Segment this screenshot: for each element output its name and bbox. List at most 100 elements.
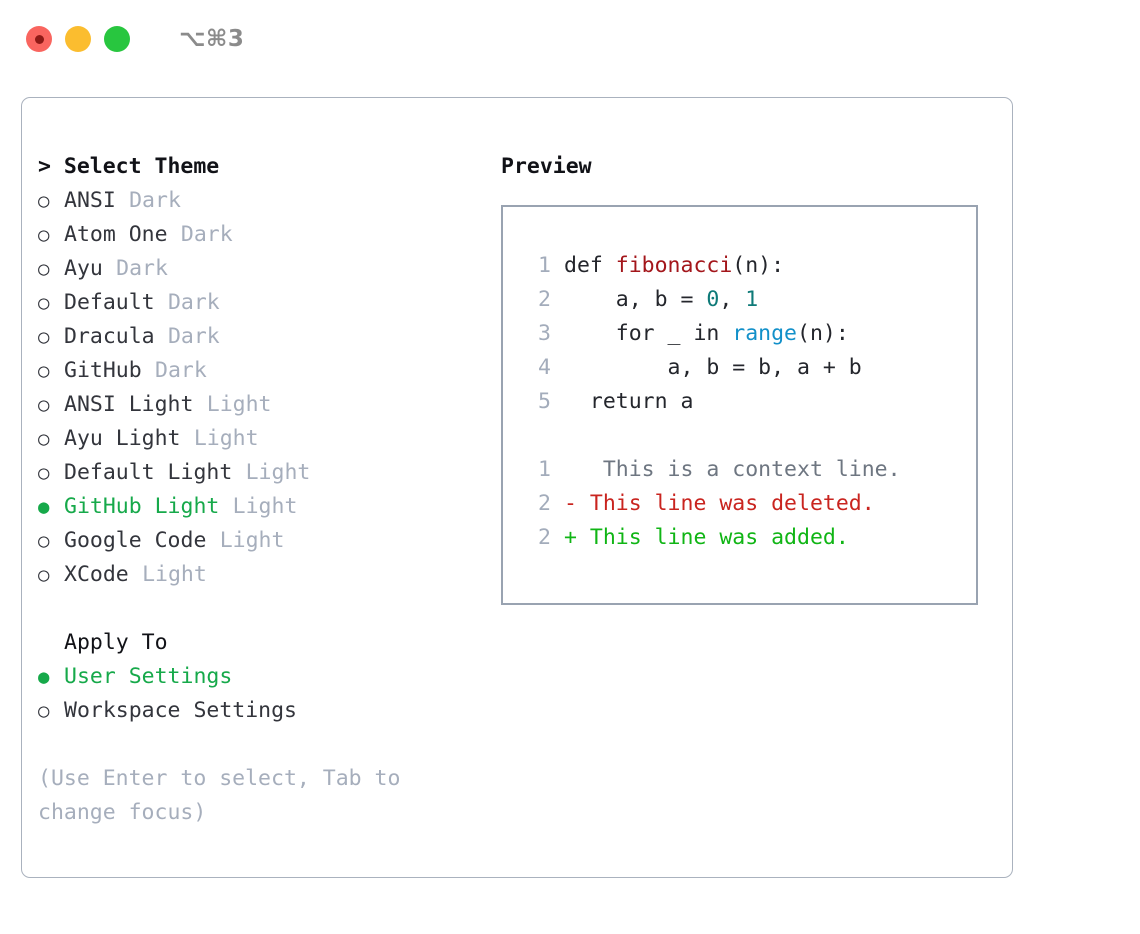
theme-variant-tag: Dark	[116, 256, 168, 281]
code-token: range	[732, 321, 798, 346]
diff-block: 1 This is a context line.2- This line wa…	[503, 453, 976, 555]
apply-to-list: ● User Settings ○ Workspace Settings	[38, 660, 488, 728]
theme-variant-tag: Light	[193, 426, 259, 451]
radio-unselected-icon: ○	[38, 190, 50, 212]
theme-variant-tag: Dark	[155, 358, 207, 383]
code-token: (n):	[732, 253, 785, 278]
diff-line-content: This is a context line.	[576, 457, 901, 482]
theme-option-default-light[interactable]: ○ Default Light Light	[38, 456, 488, 490]
theme-variant-tag: Dark	[180, 222, 233, 247]
line-number: 2	[538, 525, 551, 550]
code-blank-line	[503, 419, 976, 453]
line-number: 1	[538, 253, 551, 278]
diff-marker: -	[564, 491, 577, 516]
window-titlebar: ⌥⌘3	[0, 0, 1140, 78]
theme-variant-tag: Light	[206, 392, 272, 417]
theme-option-atom-one[interactable]: ○ Atom One Dark	[38, 218, 488, 252]
apply-to-option-workspace-settings[interactable]: ○ Workspace Settings	[38, 694, 488, 728]
diff-line: 1 This is a context line.	[503, 453, 976, 487]
theme-option-label: ANSI	[64, 188, 116, 213]
theme-option-label: GitHub	[64, 358, 142, 383]
preview-header: Preview	[501, 154, 592, 179]
theme-option-label: ANSI Light	[64, 392, 194, 417]
maximize-window-icon[interactable]	[104, 26, 130, 52]
radio-selected-icon: ●	[38, 496, 50, 518]
theme-variant-tag: Light	[219, 528, 285, 553]
theme-option-label: Dracula	[64, 324, 155, 349]
radio-unselected-icon: ○	[38, 224, 50, 246]
theme-option-xcode[interactable]: ○ XCode Light	[38, 558, 488, 592]
apply-to-option-user-settings[interactable]: ● User Settings	[38, 660, 488, 694]
code-line: 4 a, b = b, a + b	[503, 351, 976, 385]
radio-unselected-icon: ○	[38, 462, 50, 484]
theme-option-github-light[interactable]: ● GitHub Light Light	[38, 490, 488, 524]
line-number: 3	[538, 321, 551, 346]
code-token: 0	[706, 287, 720, 312]
radio-unselected-icon: ○	[38, 564, 50, 586]
line-number: 1	[538, 457, 551, 482]
theme-option-ayu[interactable]: ○ Ayu Dark	[38, 252, 488, 286]
radio-unselected-icon: ○	[38, 326, 50, 348]
diff-line: 2- This line was deleted.	[503, 487, 976, 521]
line-number: 2	[538, 287, 551, 312]
radio-unselected-icon: ○	[38, 428, 50, 450]
theme-option-google-code[interactable]: ○ Google Code Light	[38, 524, 488, 558]
theme-option-dracula[interactable]: ○ Dracula Dark	[38, 320, 488, 354]
code-line-content: a, b = 0, 1	[564, 283, 758, 317]
minimize-window-icon[interactable]	[65, 26, 91, 52]
theme-option-label: XCode	[64, 562, 129, 587]
code-token: def	[564, 253, 616, 278]
keyboard-shortcut-label: ⌥⌘3	[179, 26, 245, 52]
apply-to-option-label: Workspace Settings	[64, 698, 297, 723]
line-number: 4	[538, 355, 551, 380]
theme-variant-tag: Dark	[167, 324, 220, 349]
diff-marker: +	[564, 525, 577, 550]
theme-option-label: GitHub Light	[64, 494, 220, 519]
radio-unselected-icon: ○	[38, 700, 50, 722]
theme-option-ansi-light[interactable]: ○ ANSI Light Light	[38, 388, 488, 422]
code-line-content: def fibonacci(n):	[564, 249, 784, 283]
diff-line-content: This line was deleted.	[576, 491, 875, 516]
theme-option-default[interactable]: ○ Default Dark	[38, 286, 488, 320]
radio-selected-icon: ●	[38, 666, 50, 688]
line-number: 5	[538, 389, 551, 414]
theme-variant-tag: Light	[245, 460, 311, 485]
theme-option-label: Default Light	[64, 460, 233, 485]
theme-option-label: Ayu Light	[64, 426, 181, 451]
code-token: fibonacci	[615, 253, 733, 278]
apply-to-option-label: User Settings	[64, 664, 233, 689]
theme-option-label: Atom One	[64, 222, 168, 247]
code-token: (n):	[797, 321, 849, 346]
code-line-content: return a	[564, 385, 694, 419]
line-number: 2	[538, 491, 551, 516]
theme-option-label: Ayu	[64, 256, 103, 281]
radio-unselected-icon: ○	[38, 292, 50, 314]
diff-line: 2 + This line was added.	[503, 521, 976, 555]
theme-option-label: Default	[64, 290, 155, 315]
code-line: 3 for _ in range(n):	[503, 317, 976, 351]
theme-variant-tag: Dark	[167, 290, 220, 315]
theme-variant-tag: Light	[232, 494, 298, 519]
radio-unselected-icon: ○	[38, 394, 50, 416]
code-token: return a	[564, 389, 694, 414]
theme-option-ayu-light[interactable]: ○ Ayu Light Light	[38, 422, 488, 456]
theme-variant-tag: Light	[142, 562, 207, 587]
radio-unselected-icon: ○	[38, 258, 50, 280]
code-line-content: a, b = b, a + b	[564, 351, 862, 385]
select-theme-header: > Select Theme	[38, 154, 220, 179]
diff-line-content: This line was added.	[576, 525, 849, 550]
close-window-icon[interactable]	[26, 26, 52, 52]
code-line-content: for _ in range(n):	[564, 317, 849, 351]
radio-unselected-icon: ○	[38, 530, 50, 552]
theme-option-label: Google Code	[64, 528, 207, 553]
